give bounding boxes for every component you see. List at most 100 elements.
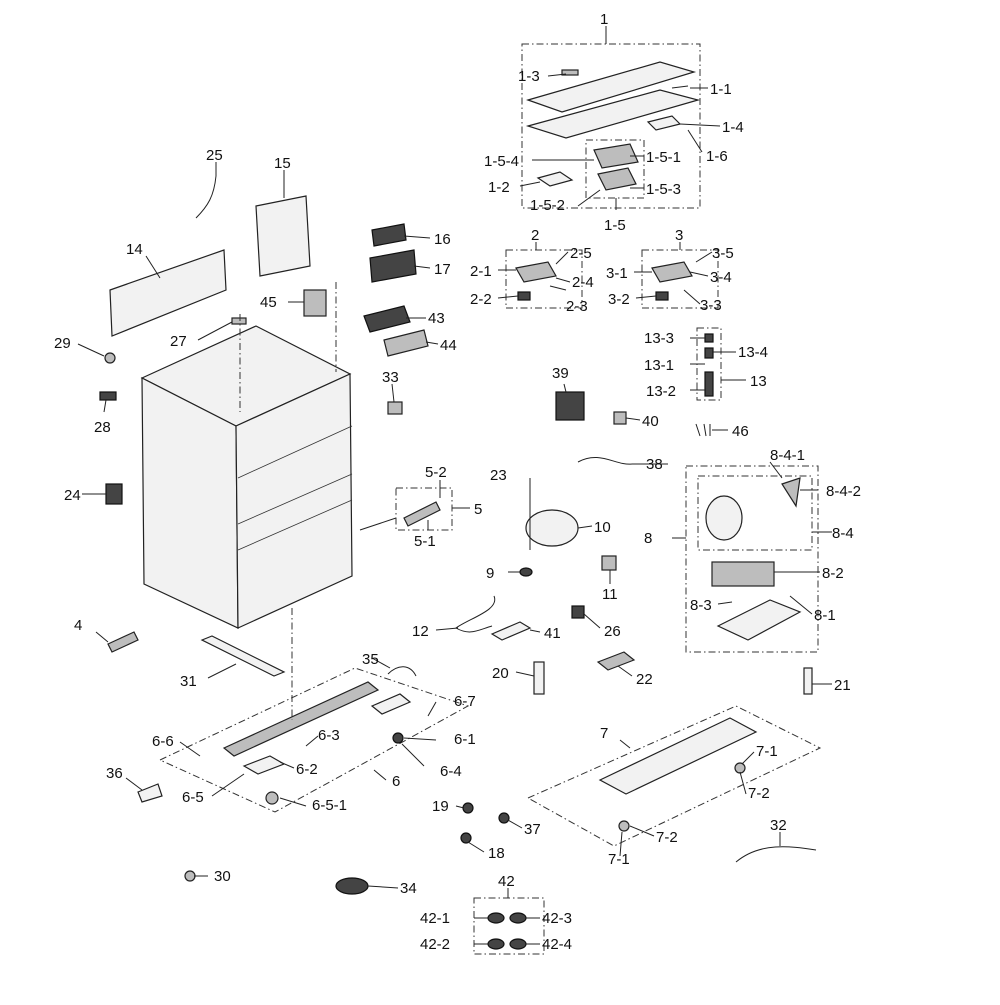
label-7-1-bottom: 7-1 xyxy=(608,851,630,868)
group-box-42 xyxy=(473,897,545,955)
label-5-2: 5-2 xyxy=(425,464,447,481)
label-6-5: 6-5 xyxy=(182,789,204,806)
label-24: 24 xyxy=(64,487,81,504)
group-boxes xyxy=(158,43,822,955)
part-13-4 xyxy=(704,347,714,359)
group-box-8-4 xyxy=(697,475,813,551)
label-1-5-1: 1-5-1 xyxy=(646,149,681,166)
label-45: 45 xyxy=(260,294,277,311)
label-43: 43 xyxy=(428,310,445,327)
leader-lines xyxy=(77,26,832,945)
part-29 xyxy=(104,352,116,364)
label-8-3: 8-3 xyxy=(690,597,712,614)
label-18: 18 xyxy=(488,845,505,862)
label-9: 9 xyxy=(486,565,494,582)
part-shelf-3 xyxy=(237,499,353,551)
part-35 xyxy=(387,666,417,677)
part-22 xyxy=(596,651,636,671)
part-19 xyxy=(462,802,474,814)
part-41 xyxy=(490,621,532,641)
label-21: 21 xyxy=(834,677,851,694)
part-12-tube xyxy=(455,595,496,633)
part-8-4-1-blade xyxy=(781,477,801,508)
label-7: 7 xyxy=(600,725,608,742)
label-22: 22 xyxy=(636,671,653,688)
part-27 xyxy=(231,317,247,325)
part-42-4 xyxy=(509,938,527,950)
label-14: 14 xyxy=(126,241,143,258)
label-1-4: 1-4 xyxy=(722,119,744,136)
label-6-2: 6-2 xyxy=(296,761,318,778)
part-11 xyxy=(601,555,617,571)
part-shelf-1 xyxy=(237,425,353,479)
part-3-2 xyxy=(655,291,669,301)
part-7-plate xyxy=(598,717,758,795)
part-42-2 xyxy=(487,938,505,950)
label-35: 35 xyxy=(362,651,379,668)
part-31 xyxy=(200,635,286,677)
label-42: 42 xyxy=(498,873,515,890)
part-6-5-1 xyxy=(265,791,279,805)
label-16: 16 xyxy=(434,231,451,248)
part-32-wire xyxy=(735,846,817,863)
part-1-5-1 xyxy=(593,143,639,169)
label-2-2: 2-2 xyxy=(470,291,492,308)
label-3-3: 3-3 xyxy=(700,297,722,314)
part-6-4 xyxy=(392,732,404,744)
label-40: 40 xyxy=(642,413,659,430)
part-10-compressor xyxy=(525,509,579,547)
label-11: 11 xyxy=(602,586,618,603)
part-top-cover-1-6 xyxy=(525,89,701,139)
label-31: 31 xyxy=(180,673,197,690)
part-8-2-condenser xyxy=(711,561,775,587)
label-4: 4 xyxy=(74,617,82,634)
label-1-6: 1-6 xyxy=(706,148,728,165)
part-1-3 xyxy=(561,69,579,76)
label-3-2: 3-2 xyxy=(608,291,630,308)
label-1-1: 1-1 xyxy=(710,81,732,98)
label-8-4-1: 8-4-1 xyxy=(770,447,805,464)
parts xyxy=(99,61,817,950)
part-14-rear-cover xyxy=(109,249,227,337)
part-15-panel xyxy=(255,195,311,277)
label-44: 44 xyxy=(440,337,457,354)
part-36 xyxy=(137,783,163,803)
label-13-1: 13-1 xyxy=(644,357,674,374)
part-top-cover-1-1 xyxy=(526,61,697,113)
part-39 xyxy=(555,391,585,421)
part-21 xyxy=(803,667,813,695)
part-5-1 xyxy=(403,501,441,527)
label-17: 17 xyxy=(434,261,451,278)
label-34: 34 xyxy=(400,880,417,897)
part-24 xyxy=(105,483,123,505)
part-33 xyxy=(387,401,403,415)
group-box-2 xyxy=(505,249,583,309)
part-8-4-fan-motor xyxy=(705,495,743,541)
label-29: 29 xyxy=(54,335,71,352)
label-42-2: 42-2 xyxy=(420,936,450,953)
callout-labels: 1 1-1 1-2 1-3 1-4 1-5 1-5-1 1-5-2 1-5-3 … xyxy=(54,11,861,953)
label-28: 28 xyxy=(94,419,111,436)
label-6: 6 xyxy=(392,773,400,790)
part-6-rail xyxy=(222,681,380,757)
label-32: 32 xyxy=(770,817,787,834)
label-1-5-4: 1-5-4 xyxy=(484,153,519,170)
group-box-8 xyxy=(685,465,819,653)
label-42-1: 42-1 xyxy=(420,910,450,927)
label-3-1: 3-1 xyxy=(606,265,628,282)
part-1-5-3 xyxy=(597,167,637,191)
label-27: 27 xyxy=(170,333,187,350)
label-5-1: 5-1 xyxy=(414,533,436,550)
label-41: 41 xyxy=(544,625,561,642)
label-6-4: 6-4 xyxy=(440,763,462,780)
label-33: 33 xyxy=(382,369,399,386)
part-1-1-screw xyxy=(671,85,689,89)
part-43 xyxy=(363,305,411,333)
label-7-2-top: 7-2 xyxy=(748,785,770,802)
part-30 xyxy=(184,870,196,882)
label-37: 37 xyxy=(524,821,541,838)
label-2: 2 xyxy=(531,227,539,244)
group-box-1-5 xyxy=(585,139,645,199)
label-6-6: 6-6 xyxy=(152,733,174,750)
